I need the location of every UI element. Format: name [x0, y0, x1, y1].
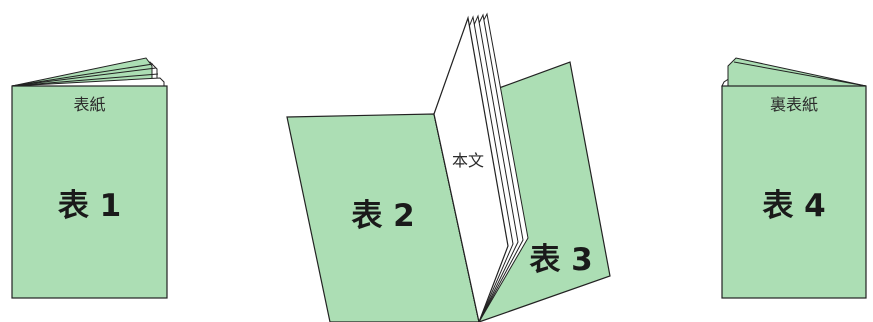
- body-page-front: [433, 15, 509, 322]
- front-cover: [11, 85, 168, 299]
- back-book-page-line: [733, 61, 867, 87]
- back-cover-title: 裏表紙: [770, 95, 818, 114]
- front-book-page-line: [11, 63, 154, 87]
- front-cover-main-label: 表 1: [58, 188, 121, 224]
- inside-front-cover: [286, 113, 480, 322]
- back-book: 裏表紙 表 4: [721, 57, 867, 299]
- body-text-label: 本文: [452, 151, 484, 170]
- back-cover: [721, 85, 867, 299]
- open-book: 本文 表 2 表 3: [286, 12, 611, 322]
- inside-front-cover-label: 表 2: [351, 198, 414, 234]
- front-book-page-line: [11, 73, 159, 87]
- inside-back-cover-label: 表 3: [529, 242, 592, 278]
- back-cover-main-label: 表 4: [762, 188, 825, 224]
- front-book-page-line: [11, 67, 157, 87]
- front-cover-title: 表紙: [73, 95, 105, 114]
- front-book: 表紙 表 1: [11, 57, 168, 299]
